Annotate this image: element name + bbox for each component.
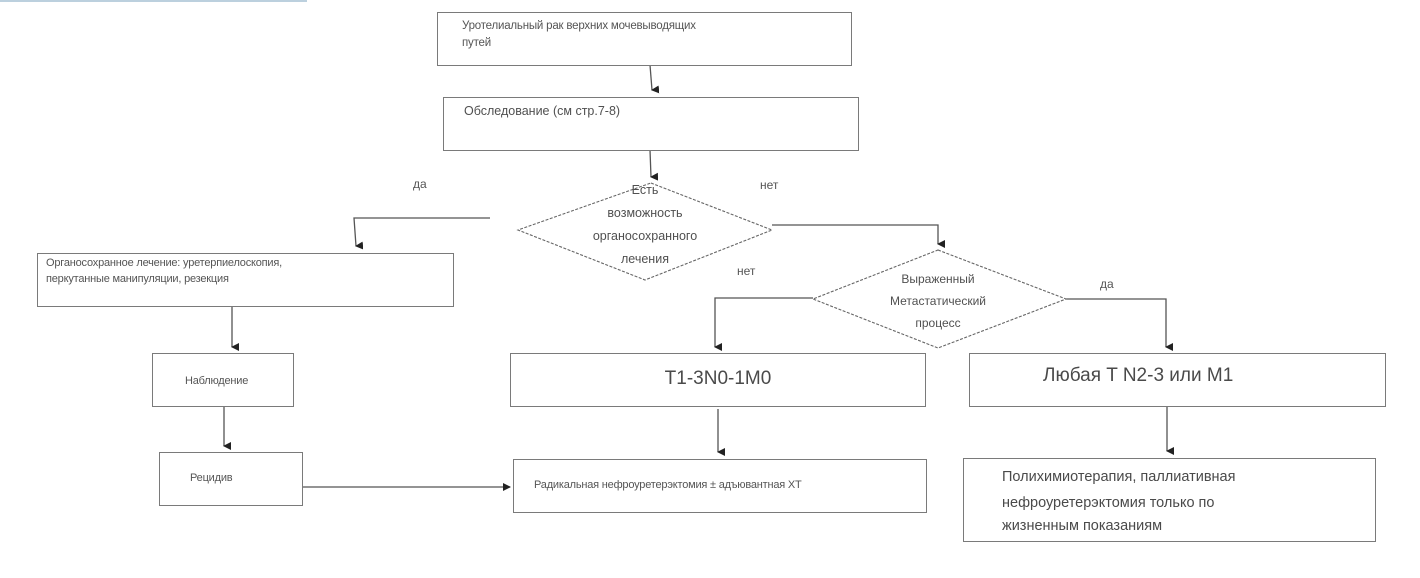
arrow-meta-no-to-local — [714, 297, 813, 351]
decision-organ-line-1: Есть — [631, 183, 659, 197]
node-radical: Радикальная нефроуретерэктомия ± адъюван… — [513, 459, 927, 513]
node-relapse: Рецидив — [159, 452, 303, 506]
edge-label-meta-yes: да — [1100, 277, 1114, 291]
node-poly-line-2: нефроуретерэктомия только по — [1002, 495, 1215, 511]
decision-organ-line-2: возможность — [607, 206, 683, 220]
node-organ-line-1: Органосохранное лечение: уретерпиелоскоп… — [46, 257, 282, 269]
node-relapse-text: Рецидив — [190, 472, 233, 484]
decision-organ-text: Есть возможность органосохранного лечени… — [540, 179, 750, 271]
decision-metastatic-diamond — [811, 249, 1068, 349]
decision-meta-text: Выраженный Метастатический процесс — [858, 268, 1018, 334]
node-stage-advanced-text: Любая T N2-3 или M1 — [1043, 365, 1234, 386]
node-stage-advanced: Любая T N2-3 или M1 — [969, 353, 1386, 407]
top-accent-bar — [0, 0, 307, 2]
node-exam-text: Обследование (см стр.7-8) — [464, 104, 621, 118]
node-start-line-1: Уротелиальный рак верхних мочевыводящих — [462, 20, 696, 32]
node-radical-text: Радикальная нефроуретерэктомия ± адъюван… — [534, 479, 802, 491]
decision-meta-line-1: Выраженный — [901, 272, 975, 286]
node-poly-line-1: Полихимиотерапия, паллиативная — [1002, 469, 1236, 485]
arrow-decision-yes-to-organ — [353, 217, 490, 250]
arrow-meta-yes-to-advanced — [1066, 298, 1173, 351]
decision-organ-line-4: лечения — [621, 252, 669, 266]
arrow-start-to-exam — [649, 64, 660, 94]
edge-label-organ-yes: да — [413, 177, 427, 191]
node-poly: Полихимиотерапия, паллиативная нефроурет… — [963, 458, 1376, 542]
edge-label-organ-no: нет — [760, 178, 779, 192]
node-exam: Обследование (см стр.7-8) — [443, 97, 859, 151]
decision-organ-line-3: органосохранного — [592, 229, 698, 243]
arrow-decision-no-to-meta — [772, 224, 945, 248]
node-start: Уротелиальный рак верхних мочевыводящих … — [437, 12, 852, 66]
node-observation: Наблюдение — [152, 353, 294, 407]
decision-meta-line-2: Метастатический — [890, 294, 986, 308]
arrow-exam-to-decision — [649, 149, 659, 181]
node-observation-text: Наблюдение — [185, 375, 249, 387]
node-start-line-2: путей — [462, 37, 491, 49]
decision-organ-preserving-diamond — [516, 182, 774, 281]
node-stage-local: T1-3N0-1M0 — [510, 353, 926, 407]
decision-meta-line-3: процесс — [915, 316, 961, 330]
edge-label-meta-no: нет — [737, 264, 756, 278]
node-poly-line-3: жизненным показаниям — [1002, 518, 1163, 534]
node-stage-local-text: T1-3N0-1M0 — [664, 368, 772, 389]
node-organ-treatment: Органосохранное лечение: уретерпиелоскоп… — [37, 253, 454, 307]
node-organ-line-2: перкутанные манипуляции, резекция — [46, 273, 229, 285]
